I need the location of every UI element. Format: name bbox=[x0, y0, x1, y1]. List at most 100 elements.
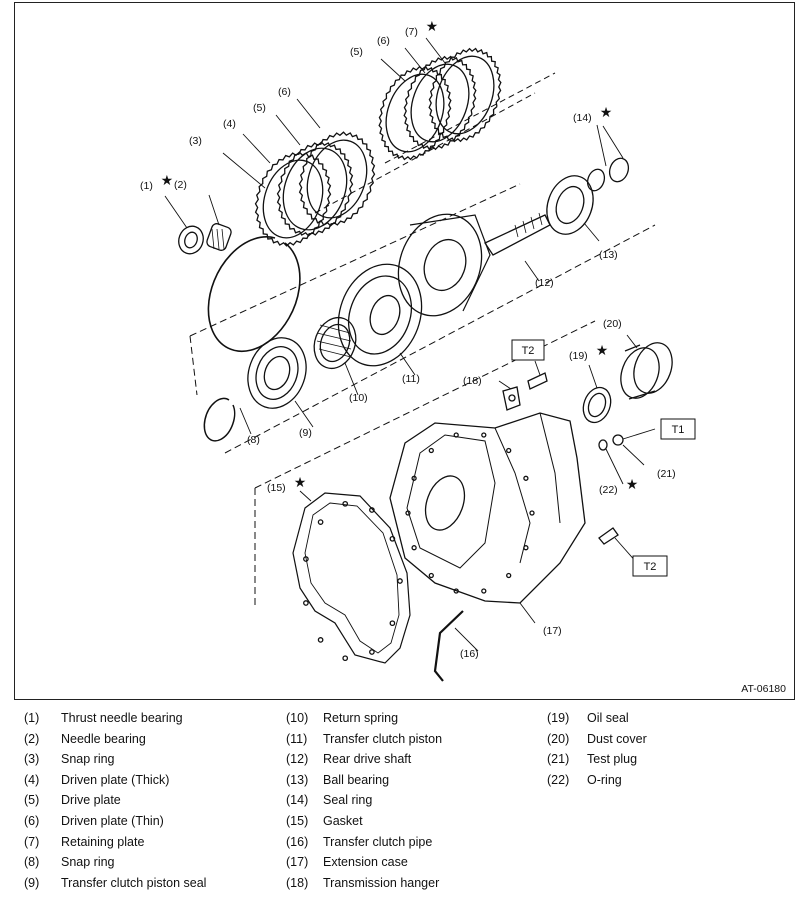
legend-number: (20) bbox=[547, 731, 570, 746]
drive-plate bbox=[276, 141, 354, 237]
snap-ring-small bbox=[203, 397, 236, 442]
legend-number: (18) bbox=[286, 875, 309, 890]
callout-label: (6) bbox=[278, 86, 291, 98]
callout-label: (7) bbox=[405, 26, 418, 38]
case-bolt-hole bbox=[411, 475, 417, 481]
ball-bearing-inner bbox=[555, 185, 585, 225]
legend-part-name: Oil seal bbox=[587, 711, 629, 725]
driven-plate-thin-inner bbox=[306, 139, 368, 219]
driven-plate-rear-inner bbox=[410, 63, 470, 143]
case-bolt-hole bbox=[453, 432, 459, 438]
transfer-clutch-piston-bore bbox=[369, 294, 401, 336]
star-marker-icon: ★ bbox=[596, 343, 609, 359]
bolt bbox=[527, 372, 548, 390]
legend-part-name: Transfer clutch piston bbox=[323, 731, 443, 746]
callout-label: (10) bbox=[349, 392, 368, 404]
callout-label: (4) bbox=[223, 118, 236, 130]
needle-bearing bbox=[206, 223, 232, 251]
gasket-bolt-hole bbox=[389, 535, 396, 542]
case-bolt-hole bbox=[506, 447, 512, 454]
case-bolt-hole bbox=[481, 588, 487, 594]
bolt-lower bbox=[598, 527, 619, 545]
retaining-plate bbox=[428, 47, 502, 143]
callout-label: (22) bbox=[599, 484, 618, 496]
extension-case bbox=[389, 412, 586, 604]
gasket-bolt-hole bbox=[369, 507, 375, 513]
exploded-view-diagram: (1)★(2)(3)(4)(5)(6)(5)(6)(7)★(14)★(13)(1… bbox=[14, 2, 795, 700]
case-bolt-hole bbox=[453, 588, 459, 594]
oil-seal-inner bbox=[587, 392, 607, 418]
return-spring-coils bbox=[316, 324, 352, 358]
transfer-clutch-piston-seal-bore bbox=[263, 355, 291, 391]
gasket-bolt-hole bbox=[369, 649, 375, 655]
legend-part-name: Transfer clutch pipe bbox=[323, 834, 433, 849]
legend-part-name: Drive plate bbox=[61, 793, 121, 808]
callout-label: (6) bbox=[377, 35, 390, 47]
star-marker-icon: ★ bbox=[626, 477, 639, 493]
extension-case-ribs bbox=[494, 412, 561, 564]
legend-part-name: Transmission hanger bbox=[323, 875, 440, 890]
legend-number: (22) bbox=[547, 772, 570, 787]
torque-label: T2 bbox=[522, 345, 535, 357]
legend-part-name: Gasket bbox=[323, 814, 363, 828]
gasket-bolt-hole bbox=[397, 578, 403, 584]
rear-drive-shaft-drum bbox=[397, 213, 483, 317]
legend-number: (9) bbox=[24, 875, 40, 890]
callout-label: (21) bbox=[657, 468, 676, 480]
callout-label: (2) bbox=[174, 179, 187, 191]
callout-label: (15) bbox=[267, 482, 286, 494]
diagram-drawing: (1)★(2)(3)(4)(5)(6)(5)(6)(7)★(14)★(13)(1… bbox=[140, 19, 696, 682]
callout-label: (9) bbox=[299, 427, 312, 439]
hanger-hole bbox=[508, 394, 516, 402]
callout-label: (13) bbox=[599, 249, 618, 261]
figure-id: AT-06180 bbox=[741, 683, 786, 695]
transfer-clutch-piston-seal bbox=[247, 337, 307, 409]
legend-number: (5) bbox=[24, 793, 40, 808]
legend-part-name: Driven plate (Thin) bbox=[61, 814, 164, 828]
callout-label: (1) bbox=[140, 180, 153, 192]
gasket-bolt-hole bbox=[317, 637, 324, 643]
legend-number: (1) bbox=[24, 711, 40, 725]
star-marker-icon: ★ bbox=[426, 19, 439, 35]
transmission-hanger bbox=[502, 386, 521, 411]
gasket-bolt-hole bbox=[342, 500, 349, 507]
case-bolt-hole bbox=[428, 447, 434, 454]
callout-label: (18) bbox=[463, 375, 482, 387]
leader-lines bbox=[164, 37, 656, 652]
legend-part-name: Seal ring bbox=[323, 793, 373, 808]
legend-number: (11) bbox=[286, 731, 308, 746]
case-bolt-hole bbox=[428, 572, 434, 579]
extension-case-flange bbox=[406, 434, 496, 569]
legend-number: (12) bbox=[286, 752, 309, 767]
legend-number: (6) bbox=[24, 814, 40, 828]
legend-number: (3) bbox=[24, 752, 40, 767]
callout-label: (17) bbox=[543, 625, 562, 637]
parts-legend: (1)Thrust needle bearing(2)Needle bearin… bbox=[0, 711, 808, 901]
case-bolt-hole bbox=[405, 510, 411, 516]
shaft-splines bbox=[514, 212, 543, 238]
callout-label: (19) bbox=[569, 350, 588, 362]
driven-plate-rear bbox=[403, 55, 477, 151]
torque-label: T1 bbox=[672, 424, 685, 436]
legend-part-name: Dust cover bbox=[587, 731, 647, 746]
case-bolt-hole bbox=[411, 545, 417, 551]
rear-drive-shaft-drum-hub bbox=[423, 238, 467, 292]
case-bolt-hole bbox=[523, 475, 529, 481]
seal-ring bbox=[586, 168, 606, 192]
star-marker-icon: ★ bbox=[600, 105, 613, 121]
case-bolt-hole bbox=[481, 432, 487, 438]
legend-number: (21) bbox=[547, 752, 570, 767]
gasket-inner bbox=[304, 502, 400, 654]
callout-label: (12) bbox=[535, 277, 554, 289]
legend-part-name: Ball bearing bbox=[323, 772, 390, 787]
drum-outline bbox=[409, 214, 491, 312]
legend-number: (8) bbox=[24, 855, 40, 870]
callout-label: (16) bbox=[460, 648, 479, 660]
legend-part-name: Needle bearing bbox=[61, 731, 146, 746]
seal-ring bbox=[608, 157, 630, 183]
callout-label: (5) bbox=[253, 102, 266, 114]
torque-box bbox=[632, 555, 668, 577]
gasket-bolt-hole bbox=[303, 556, 309, 562]
thrust-needle-bearing bbox=[178, 225, 204, 255]
transfer-clutch-pipe bbox=[433, 610, 464, 682]
